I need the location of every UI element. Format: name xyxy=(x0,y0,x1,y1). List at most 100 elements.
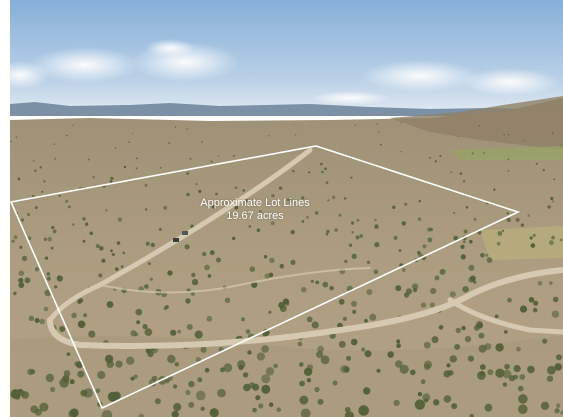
shrub xyxy=(555,354,562,361)
shrub xyxy=(378,131,380,133)
shrub xyxy=(224,297,231,303)
shrub xyxy=(186,128,188,130)
shrub xyxy=(245,329,251,334)
shrub xyxy=(427,237,433,243)
shrub xyxy=(135,167,138,170)
shrub xyxy=(471,152,474,155)
shrub xyxy=(517,385,524,392)
shrub xyxy=(550,196,554,201)
shrub xyxy=(144,328,153,336)
shrub xyxy=(301,196,305,200)
shrub xyxy=(542,338,548,344)
shrub xyxy=(507,134,510,136)
shrub xyxy=(504,363,510,370)
shrub xyxy=(486,257,493,263)
shrub xyxy=(352,309,357,314)
shrub xyxy=(74,361,79,367)
shrub xyxy=(44,289,52,297)
shrub xyxy=(116,241,121,245)
shrub xyxy=(449,355,457,363)
clouds xyxy=(10,39,560,105)
shrub xyxy=(422,393,431,402)
shrub xyxy=(278,186,283,190)
shrub xyxy=(41,190,44,193)
shrub xyxy=(535,162,538,165)
shrub xyxy=(523,139,525,142)
shrub xyxy=(261,345,269,353)
shrub xyxy=(559,238,563,242)
shrub xyxy=(501,229,505,232)
shrub xyxy=(34,267,40,272)
shrub xyxy=(316,350,324,359)
shrub xyxy=(507,158,510,161)
shrub xyxy=(306,215,309,219)
shrub xyxy=(551,310,560,318)
shrub xyxy=(355,235,360,240)
shrub xyxy=(396,343,401,349)
shrub xyxy=(18,277,24,283)
shrub xyxy=(168,142,171,144)
shrub xyxy=(252,407,257,413)
shrub xyxy=(547,205,551,209)
shrub xyxy=(87,158,90,161)
shrub xyxy=(374,218,377,222)
shrub xyxy=(95,388,101,394)
shrub xyxy=(537,281,543,286)
shrub xyxy=(82,239,86,243)
shrub xyxy=(431,336,439,344)
shrub xyxy=(154,398,161,405)
shrub xyxy=(314,386,320,393)
shrub xyxy=(317,398,324,405)
shrub xyxy=(374,224,379,229)
shrub xyxy=(485,253,489,257)
shrub xyxy=(142,324,148,330)
shrub xyxy=(495,368,505,378)
shrub xyxy=(493,188,496,191)
shrub xyxy=(27,213,31,217)
shrub xyxy=(494,314,499,319)
shrub xyxy=(144,183,148,187)
shrub xyxy=(542,168,545,172)
shrub xyxy=(184,244,190,250)
shrub xyxy=(450,171,453,174)
shrub xyxy=(130,376,135,381)
shrub xyxy=(463,229,468,234)
shrub xyxy=(487,369,494,376)
shrub xyxy=(217,388,226,398)
shrub xyxy=(513,374,519,380)
shrub xyxy=(478,332,485,339)
shrub xyxy=(126,356,135,365)
shrub xyxy=(303,367,313,376)
shrub xyxy=(532,307,538,313)
lot-label: Approximate Lot Lines 19.67 acres xyxy=(160,197,350,223)
shrub xyxy=(306,316,313,323)
shrub xyxy=(392,205,396,209)
shrub xyxy=(420,302,427,308)
shrub xyxy=(202,251,207,257)
shrub xyxy=(144,208,148,211)
shrub xyxy=(350,176,353,179)
shrub xyxy=(72,223,75,226)
shrub xyxy=(19,245,23,249)
shrub xyxy=(135,308,143,316)
shrub xyxy=(255,395,261,401)
shrub xyxy=(39,166,42,169)
shrub xyxy=(242,189,245,192)
shrub xyxy=(78,298,84,303)
shrub xyxy=(18,270,25,277)
shrub xyxy=(520,223,524,227)
shrub xyxy=(513,365,521,373)
shrub xyxy=(400,122,402,124)
shrub xyxy=(54,285,58,289)
shrub xyxy=(21,255,28,262)
shrub xyxy=(315,280,320,285)
shrub xyxy=(439,268,446,275)
shrub xyxy=(495,343,504,352)
shrub xyxy=(396,339,401,344)
shrub xyxy=(286,198,290,201)
shrub xyxy=(148,262,151,266)
shrub xyxy=(47,236,53,242)
shrub xyxy=(290,259,296,265)
shrub xyxy=(186,192,190,197)
shrub xyxy=(194,330,203,339)
